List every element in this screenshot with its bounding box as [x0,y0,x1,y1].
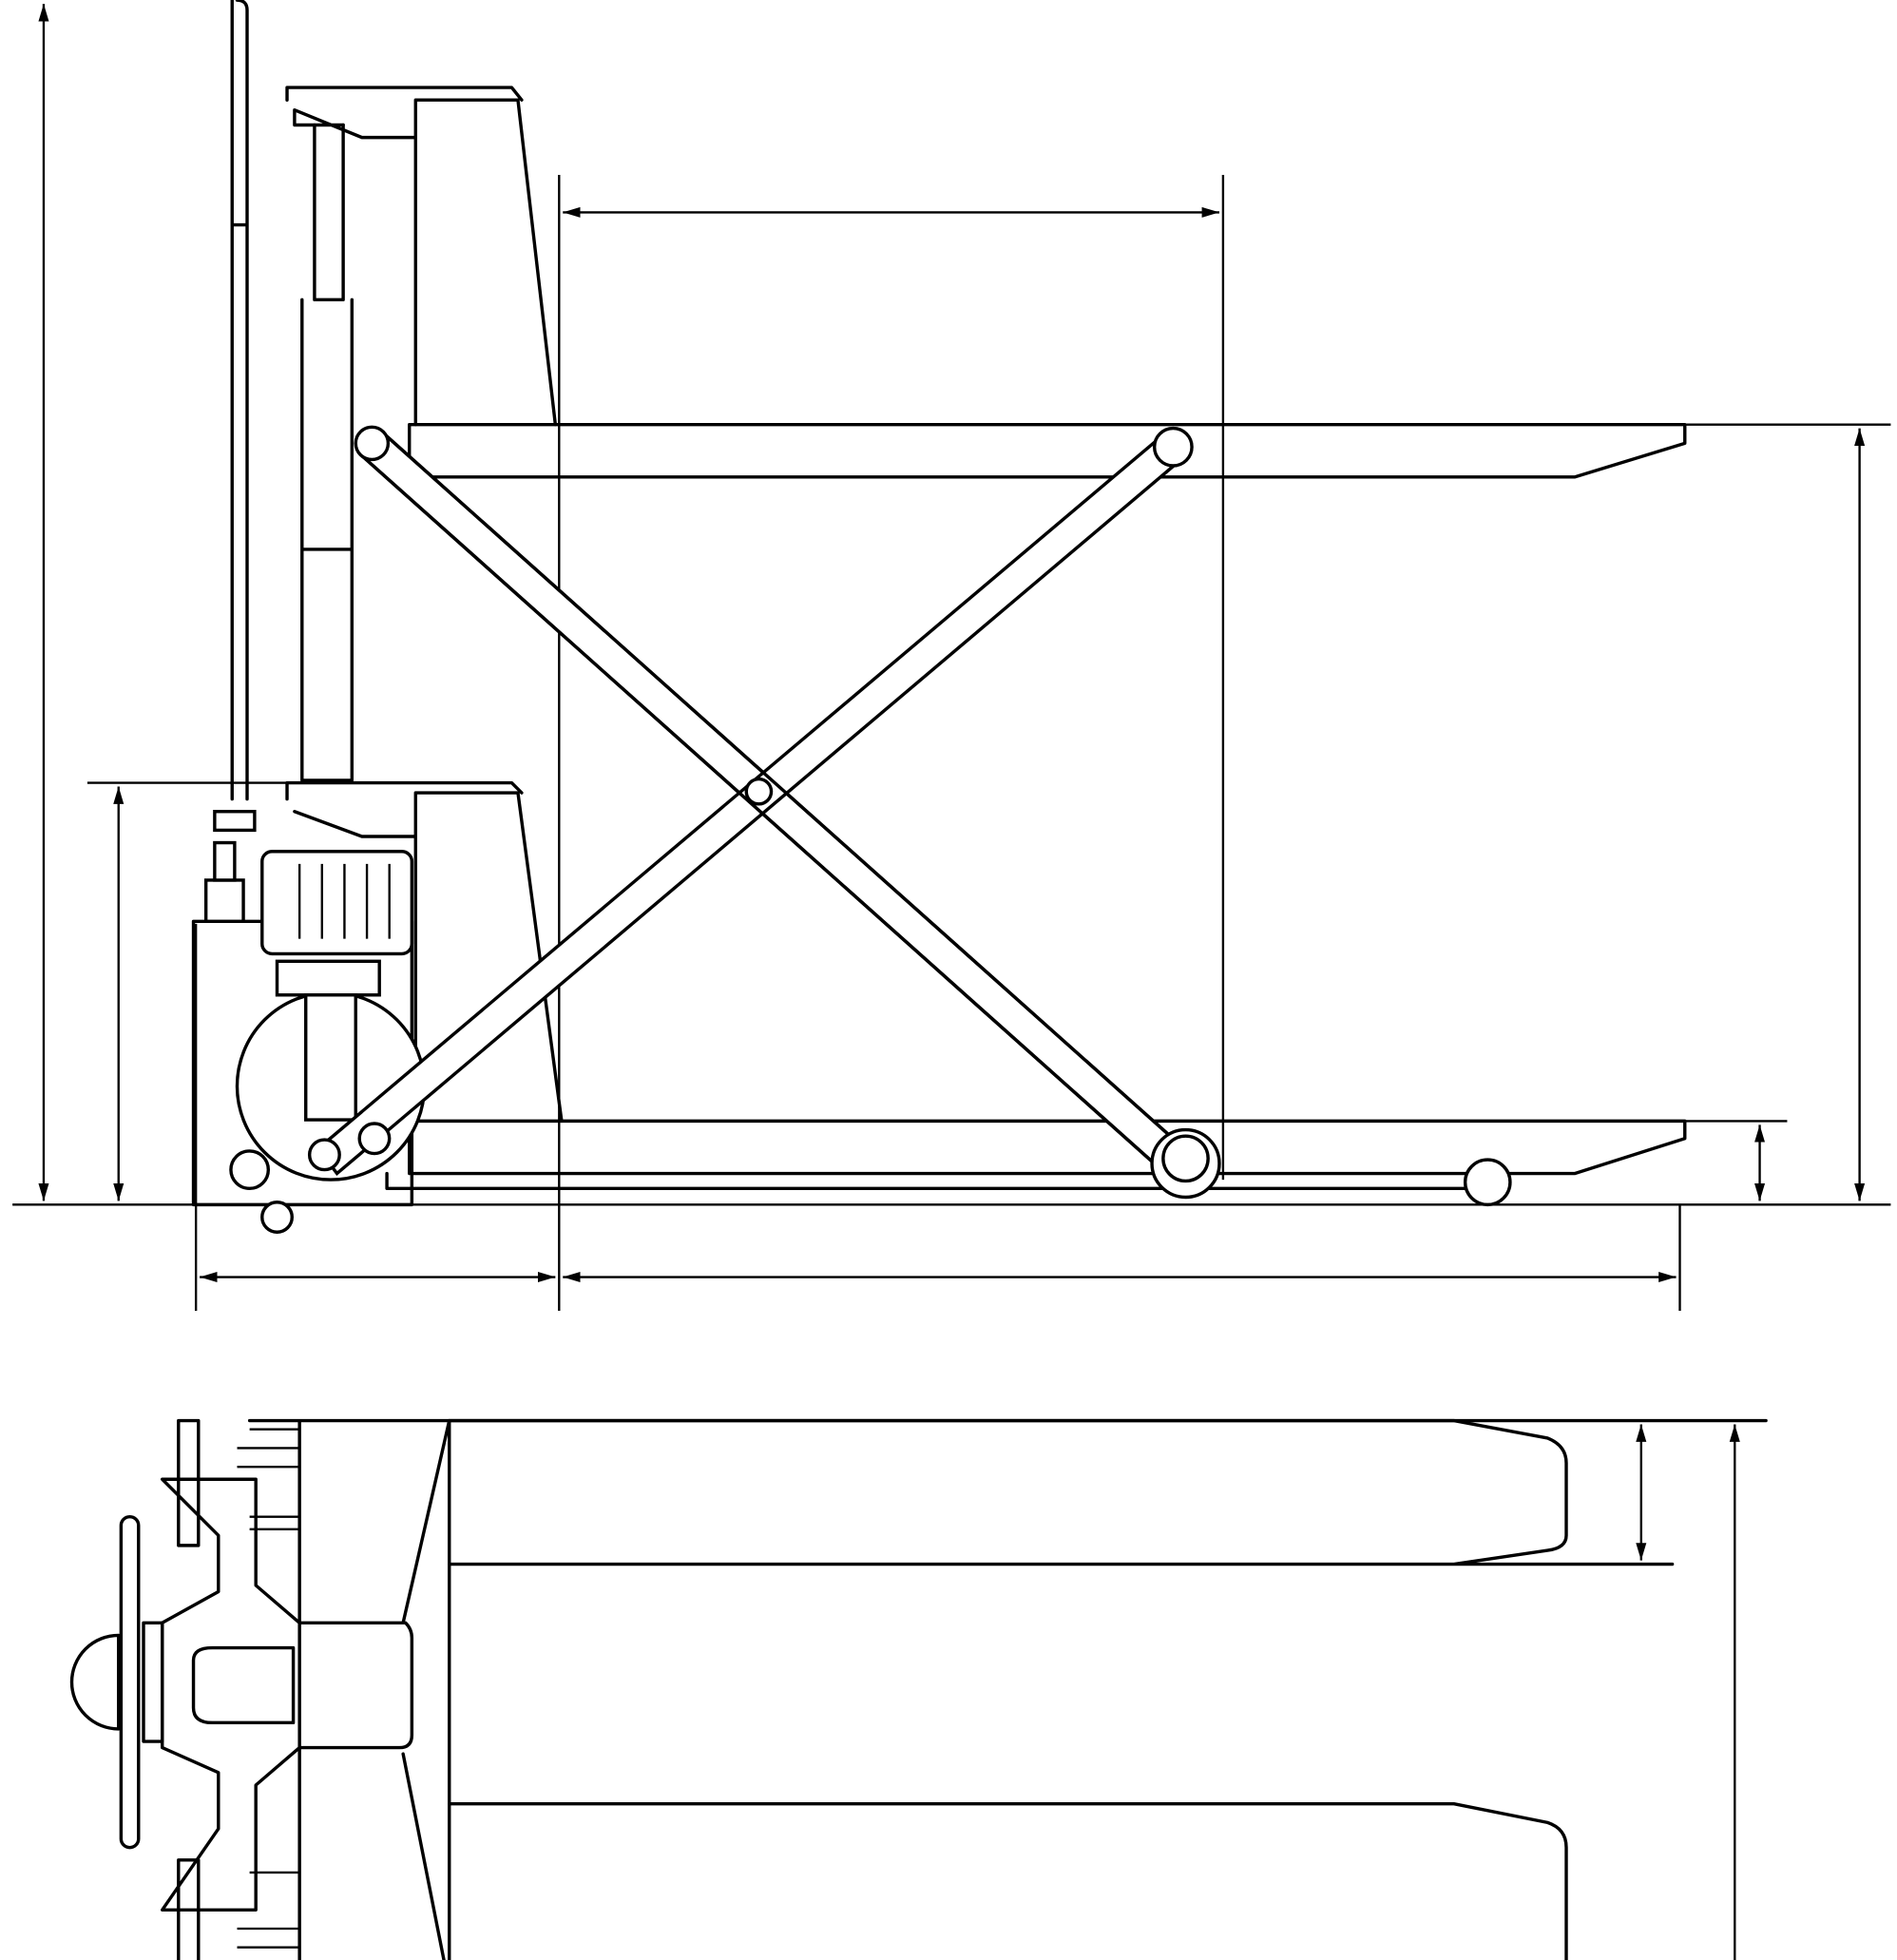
side-view [12,0,1891,1311]
valve [203,878,245,923]
scissor-arms [316,428,1200,1189]
handle [230,0,249,801]
dimension-lines [38,4,1891,1311]
upper-upright [285,86,558,427]
platform [408,422,1687,479]
fork-lower [448,1801,1568,1960]
caster-wheel [1463,1158,1512,1207]
wheel-hub [69,1633,121,1731]
cylinder [300,123,354,782]
handle-grip [119,1514,141,1850]
lower-upright [285,780,564,1124]
frame-outline [247,1418,1768,1960]
fork-upper [448,1418,1675,1566]
plan-view [69,1418,1768,1960]
lower-frame [385,1119,1687,1191]
pump-head [161,1477,414,1912]
cylinder-base [275,959,381,997]
pivot-pins [229,425,1512,1234]
